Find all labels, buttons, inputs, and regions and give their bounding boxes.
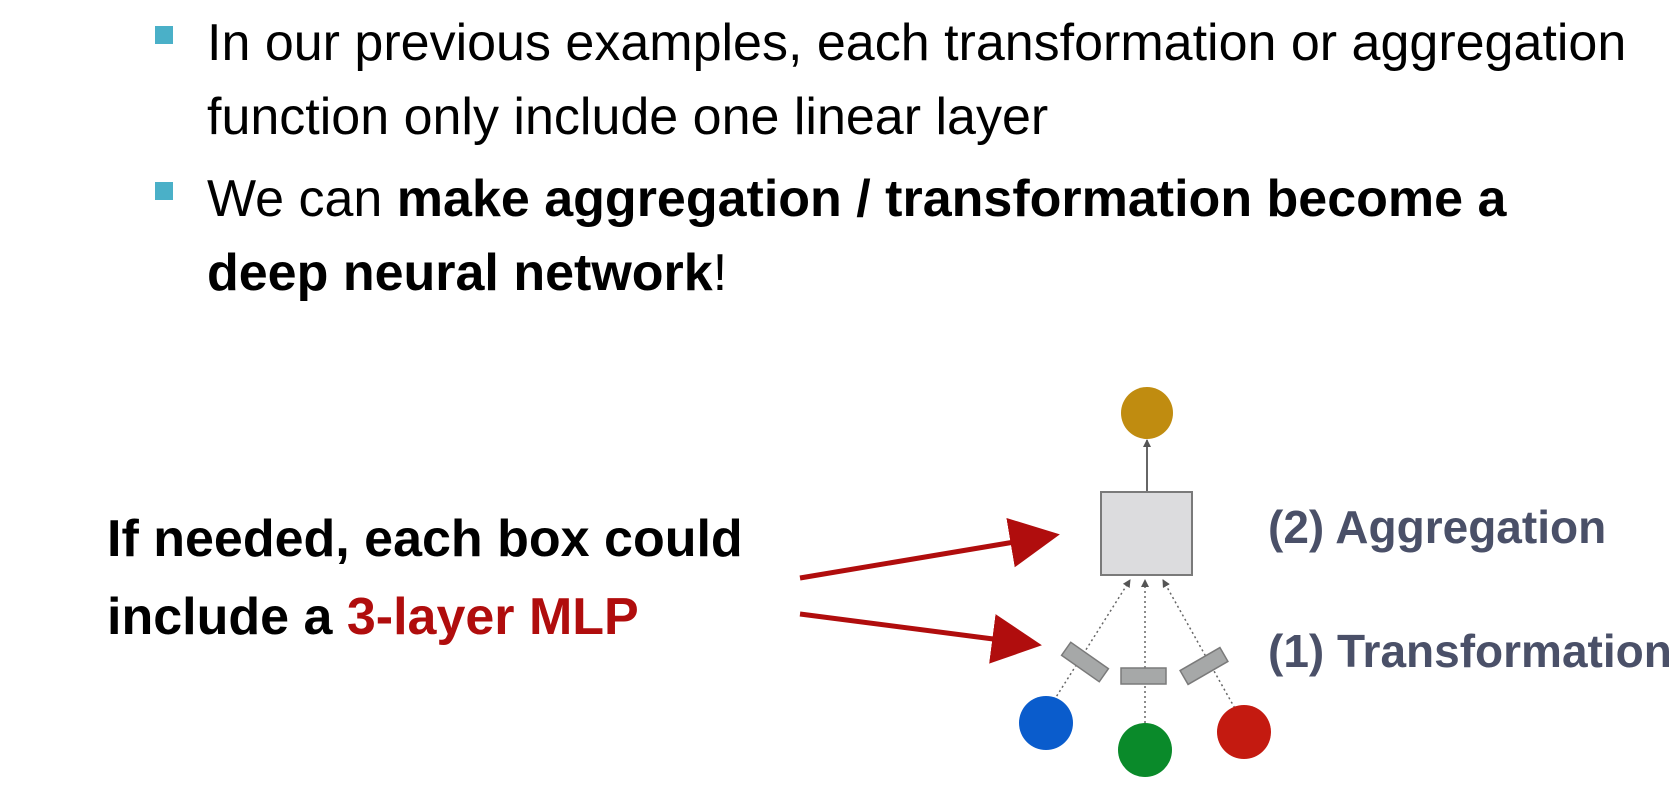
bullet-item-deep-network: We can make aggregation / transformation…	[155, 162, 1635, 310]
square-bullet-icon	[155, 26, 173, 44]
callout-text: If needed, each box could include a 3-la…	[107, 500, 807, 656]
pointer-arrow-aggregation	[799, 517, 1060, 581]
neighbor-node-center	[1118, 723, 1172, 777]
pointer-arrow-transformation	[799, 611, 1042, 664]
neighbor-node-left	[1019, 696, 1073, 750]
aggregation-box	[1100, 491, 1193, 576]
bullet-text-end: !	[712, 244, 728, 302]
transformation-label: (1) Transformation	[1268, 625, 1672, 677]
transform-box-center	[1120, 667, 1167, 685]
bullet-list: In our previous examples, each transform…	[155, 6, 1635, 318]
bullet-text: In our previous examples, each transform…	[207, 14, 1627, 146]
callout-highlight: 3-layer MLP	[346, 588, 639, 646]
neighbor-node-right	[1217, 705, 1271, 759]
bullet-text: We can	[207, 170, 397, 228]
square-bullet-icon	[155, 182, 173, 200]
transform-box-right	[1179, 646, 1229, 686]
edge-left-neighbor	[1045, 579, 1131, 714]
aggregation-label: (2) Aggregation	[1268, 501, 1607, 553]
transform-box-left	[1060, 641, 1110, 683]
bullet-emphasis: make aggregation / transformation become…	[207, 170, 1507, 302]
bullet-item-previous-examples: In our previous examples, each transform…	[155, 6, 1635, 154]
edge-right-neighbor	[1162, 579, 1243, 722]
callout-line: If needed, each box could include a	[107, 510, 743, 646]
target-node	[1121, 387, 1173, 439]
